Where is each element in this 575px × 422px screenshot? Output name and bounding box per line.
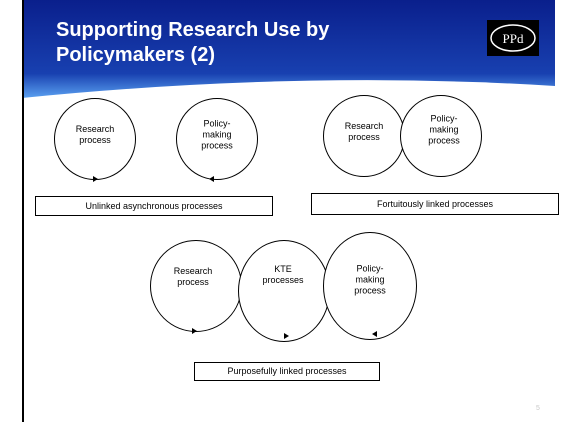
label-line: making bbox=[355, 274, 385, 285]
research-process-circle bbox=[323, 95, 405, 177]
policymaking-process-circle bbox=[323, 232, 417, 340]
label-line: process bbox=[428, 135, 460, 146]
label-line: Policy- bbox=[430, 113, 458, 124]
cycle-arrow-icon bbox=[209, 176, 214, 182]
policymaking-process-label: Policy- making process bbox=[201, 119, 233, 152]
slide-left-border bbox=[22, 0, 24, 422]
policymaking-process-circle bbox=[176, 98, 258, 180]
label-line: Research bbox=[344, 121, 384, 131]
caption-unlinked: Unlinked asynchronous processes bbox=[35, 196, 273, 216]
ppd-logo: PPd bbox=[487, 20, 539, 56]
caption-purposeful: Purposefully linked processes bbox=[194, 362, 380, 381]
label-line: process bbox=[201, 140, 233, 151]
policymaking-process-label: Policy- making process bbox=[354, 264, 386, 297]
label-line: process bbox=[79, 135, 111, 145]
label-line: KTE bbox=[274, 264, 292, 274]
research-process-label: Research process bbox=[345, 121, 384, 143]
slide-title: Supporting Research Use by Policymakers … bbox=[56, 18, 329, 68]
label-line: process bbox=[177, 277, 209, 287]
page-number: 5 bbox=[536, 405, 540, 412]
label-line: making bbox=[202, 129, 232, 140]
label-line: processes bbox=[262, 275, 304, 285]
cycle-arrow-icon bbox=[284, 333, 289, 339]
label-line: making bbox=[429, 124, 459, 135]
research-process-label: Research process bbox=[174, 266, 213, 288]
policymaking-process-label: Policy- making process bbox=[428, 114, 460, 147]
kte-processes-circle bbox=[238, 240, 330, 342]
title-line-1: Supporting Research Use by bbox=[56, 19, 330, 41]
label-line: Policy- bbox=[203, 118, 231, 129]
research-process-circle bbox=[54, 98, 136, 180]
cycle-arrow-icon bbox=[192, 328, 197, 334]
cycle-arrow-icon bbox=[372, 331, 377, 337]
label-line: Research bbox=[173, 266, 213, 276]
label-line: Research bbox=[75, 124, 115, 134]
title-line-2: Policymakers (2) bbox=[56, 44, 215, 66]
label-line: process bbox=[348, 132, 380, 142]
label-line: Policy- bbox=[356, 263, 384, 274]
research-process-label: Research process bbox=[76, 124, 115, 146]
cycle-arrow-icon bbox=[93, 176, 98, 182]
policymaking-process-circle bbox=[400, 95, 482, 177]
title-banner: Supporting Research Use by Policymakers … bbox=[22, 0, 555, 98]
logo-text: PPd bbox=[503, 31, 524, 46]
banner-background bbox=[22, 0, 555, 98]
caption-fortuitous: Fortuitously linked processes bbox=[311, 193, 559, 215]
kte-processes-label: KTE processes bbox=[262, 264, 303, 286]
label-line: process bbox=[354, 285, 386, 296]
